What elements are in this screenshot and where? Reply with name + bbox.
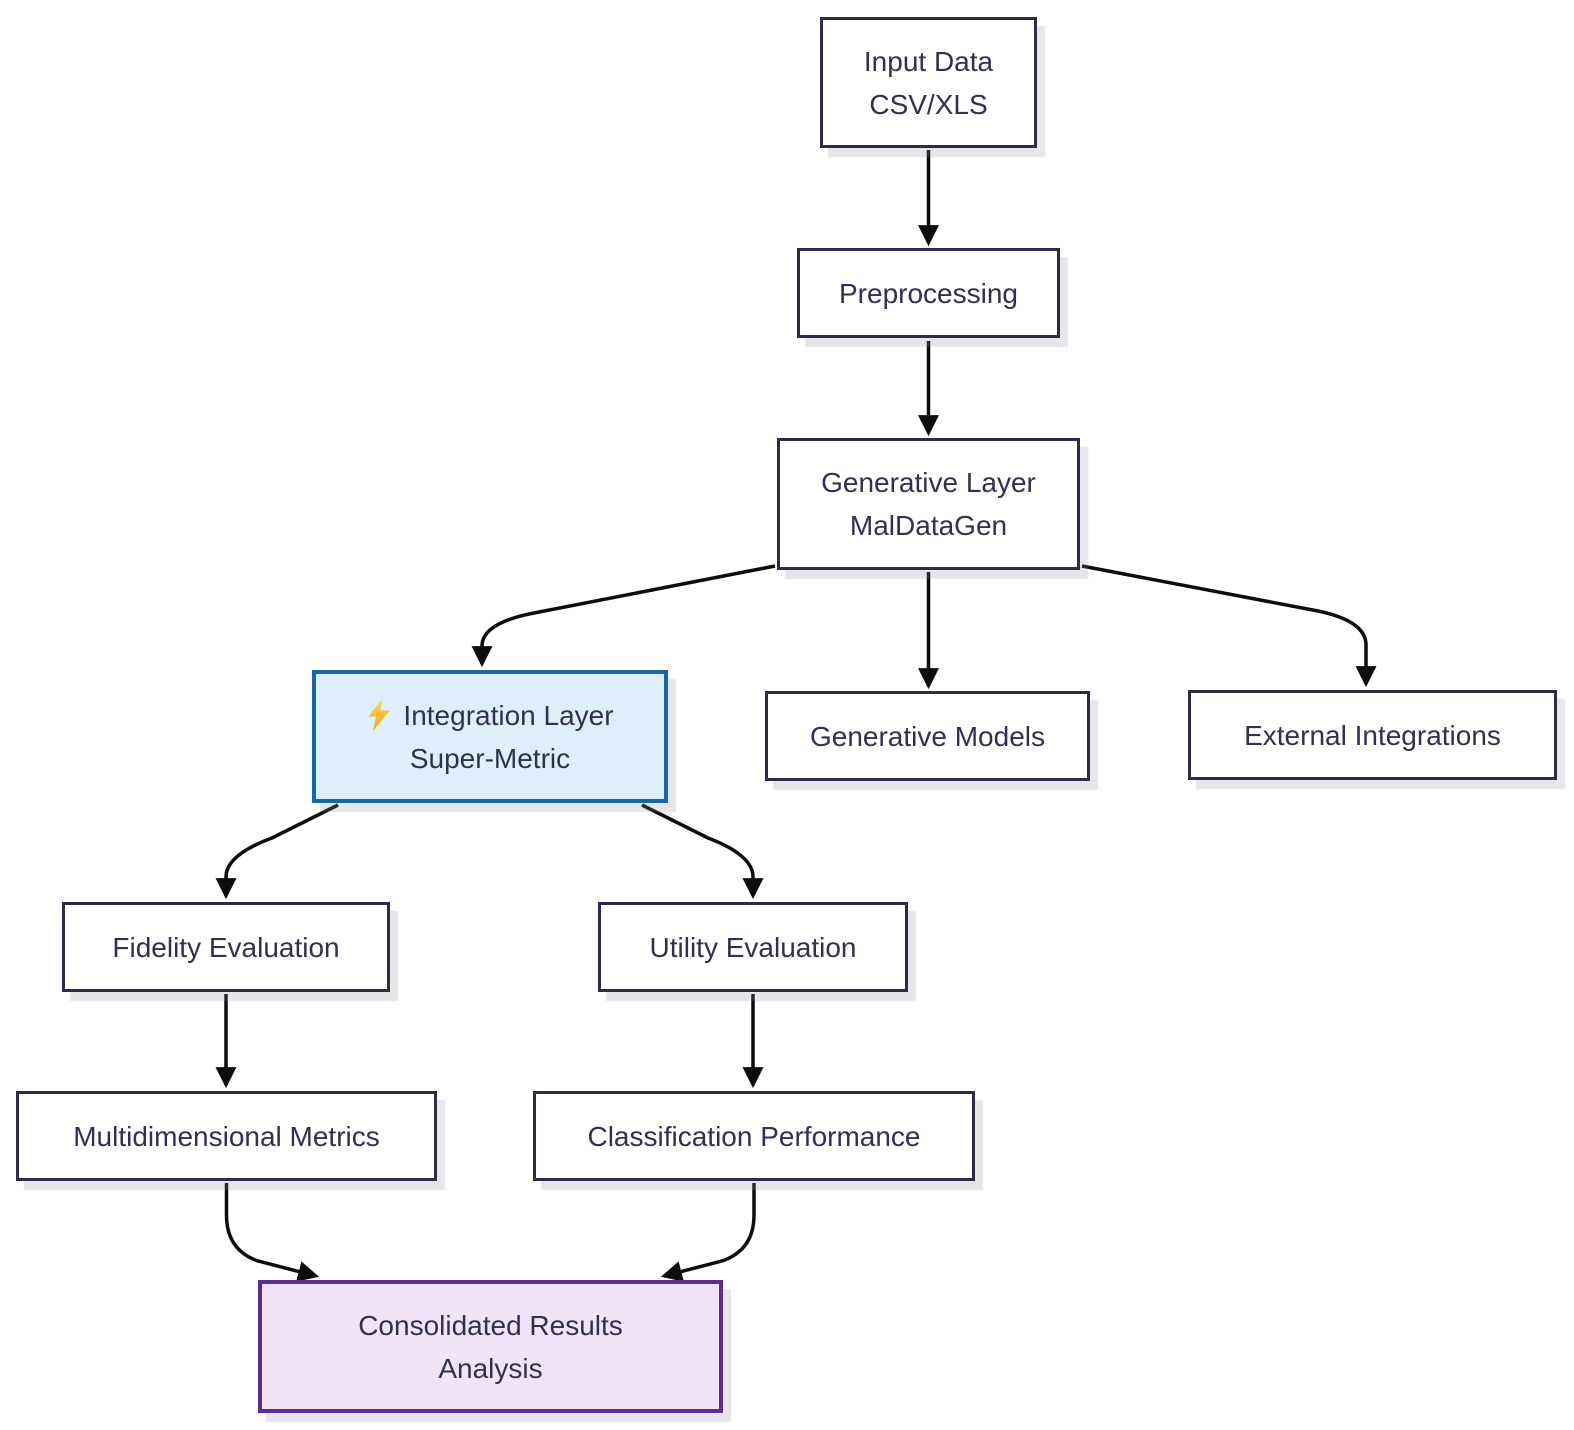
node-multidimensional-metrics-label: Multidimensional Metrics [73,1120,380,1152]
edge-generative-layer-to-integration-layer [471,564,776,668]
node-multidimensional-metrics: Multidimensional Metrics [16,1091,437,1181]
node-integration-layer-label-line1: Integration Layer [403,699,614,731]
node-external-integrations: External Integrations [1188,690,1557,780]
node-generative-layer-label-line2: MalDataGen [849,510,1008,541]
node-integration-layer-label-line2: Super-Metric [409,742,571,774]
lightning-icon [368,699,391,731]
edge-multidimensional-to-consolidated [224,1183,320,1282]
node-generative-layer: Generative Layer MalDataGen [777,438,1080,570]
node-classification-performance: Classification Performance [533,1091,975,1181]
node-utility-evaluation: Utility Evaluation [598,902,908,992]
node-integration-layer: Integration Layer Super-Metric [312,670,668,803]
node-generative-models: Generative Models [765,691,1090,781]
edge-generative-layer-to-external-integrations [1081,564,1377,688]
node-external-integrations-label: External Integrations [1244,719,1501,751]
node-consolidated-results-label-line2: Analysis [438,1352,543,1384]
node-generative-layer-label-line1: Generative Layer [821,467,1036,498]
node-utility-evaluation-label: Utility Evaluation [649,931,857,963]
node-consolidated-results-analysis: Consolidated Results Analysis [258,1280,723,1413]
node-input-data: Input Data CSV/XLS [820,17,1037,148]
node-classification-performance-label: Classification Performance [587,1120,921,1152]
node-input-data-label-line1: Input Data [863,45,994,77]
edge-integration-layer-to-utility-evaluation [641,803,764,900]
node-consolidated-results-label-line1: Consolidated Results [358,1309,623,1341]
node-input-data-label-line2: CSV/XLS [869,88,988,120]
node-preprocessing: Preprocessing [797,248,1060,338]
node-fidelity-evaluation: Fidelity Evaluation [62,902,390,992]
node-fidelity-evaluation-label: Fidelity Evaluation [112,931,340,963]
edge-classification-to-consolidated [660,1183,756,1282]
node-generative-models-label: Generative Models [809,720,1045,752]
edge-integration-layer-to-fidelity-evaluation [215,803,339,900]
node-preprocessing-label: Preprocessing [839,277,1018,309]
